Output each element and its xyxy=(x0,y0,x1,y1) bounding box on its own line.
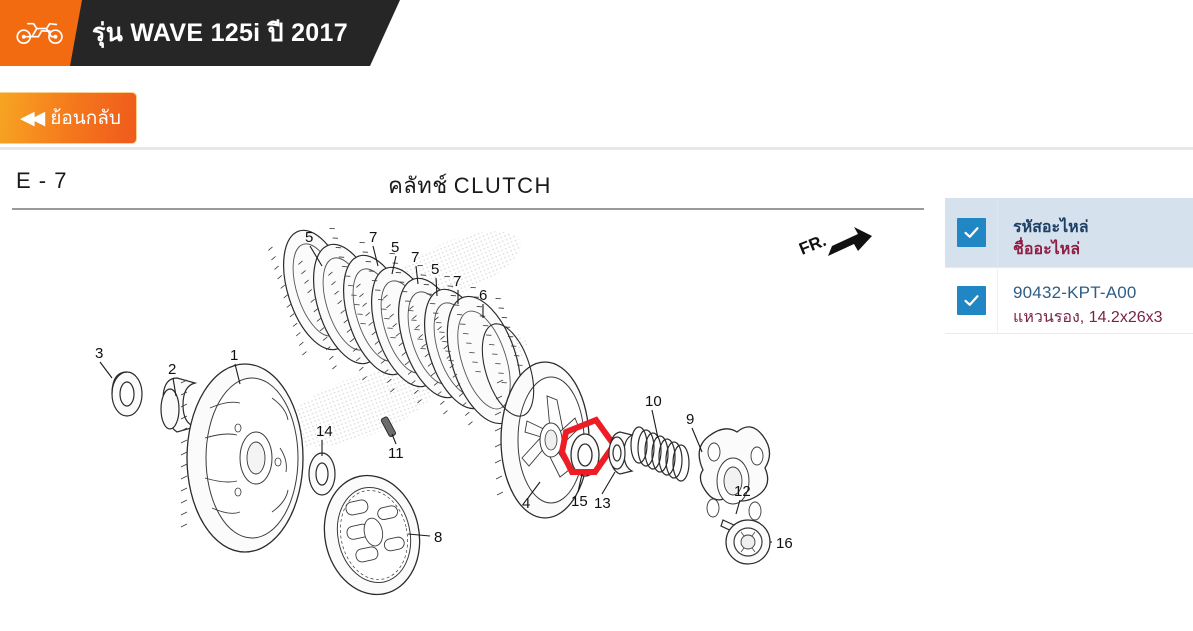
back-button[interactable]: ◀◀ ย้อนกลับ xyxy=(0,92,137,144)
part-3-bearing xyxy=(111,371,143,417)
part-8-driven-plate xyxy=(323,474,421,596)
svg-text:3: 3 xyxy=(95,345,103,362)
svg-text:14: 14 xyxy=(316,423,333,440)
highlight-marker xyxy=(558,416,618,475)
svg-text:4: 4 xyxy=(522,495,530,512)
page-title: รุ่น WAVE 125i ปี 2017 xyxy=(92,19,348,47)
svg-text:5: 5 xyxy=(431,261,439,278)
parts-list-header-row: รหัสอะไหล่ ชื่ออะไหล่ xyxy=(945,198,1193,268)
clutch-exploded-diagram: FR. xyxy=(0,212,940,631)
section-title: คลัทช์CLUTCH xyxy=(0,168,940,203)
callout-leaders xyxy=(99,245,772,543)
part-10-spring xyxy=(630,426,690,482)
part-code: 90432-KPT-A00 xyxy=(1013,283,1137,303)
svg-text:10: 10 xyxy=(645,393,662,410)
svg-text:2: 2 xyxy=(168,361,176,378)
column-header-part-name: ชื่ออะไหล่ xyxy=(1013,240,1081,258)
part-1-clutch-outer xyxy=(180,363,304,553)
plate-serrations xyxy=(268,228,536,426)
back-button-label: ย้อนกลับ xyxy=(50,108,121,129)
motorcycle-icon xyxy=(15,22,63,45)
part-16-bearing xyxy=(725,519,771,565)
diagram-canvas: FR. xyxy=(95,227,872,596)
select-all-checkbox[interactable] xyxy=(956,218,986,247)
orientation-arrow: FR. xyxy=(796,227,872,259)
part-4-pressure-plate xyxy=(494,361,590,519)
part-9-clutch-center xyxy=(698,426,771,521)
parts-list-row[interactable]: 90432-KPT-A00 แหวนรอง, 14.2x26x3 xyxy=(945,268,1193,334)
svg-text:6: 6 xyxy=(479,287,487,304)
column-header-part-code: รหัสอะไหล่ xyxy=(1013,218,1089,236)
section-title-thai: คลัทช์ xyxy=(388,173,448,198)
callout-numbers: 5 7 5 7 5 7 6 3 2 1 11 14 4 15 13 10 9 1… xyxy=(95,229,793,552)
section-title-row: E - 7 คลัทช์CLUTCH xyxy=(0,158,940,206)
parts-list-panel: รหัสอะไหล่ ชื่ออะไหล่ 90432-KPT-A00 แหวน… xyxy=(945,198,1193,334)
svg-text:7: 7 xyxy=(369,229,377,246)
section-title-english: CLUTCH xyxy=(453,173,552,198)
header-text-cell: รหัสอะไหล่ ชื่ออะไหล่ xyxy=(998,198,1193,267)
svg-text:7: 7 xyxy=(453,273,461,290)
svg-text:7: 7 xyxy=(411,249,419,266)
svg-text:8: 8 xyxy=(434,529,442,546)
back-arrow-icon: ◀◀ xyxy=(20,107,45,129)
svg-text:1: 1 xyxy=(230,347,238,364)
part-14-washer xyxy=(308,452,336,496)
row-checkbox[interactable] xyxy=(956,286,986,315)
motorcycle-icon-tab xyxy=(0,0,82,66)
part-13-lifter xyxy=(608,431,634,475)
header-divider xyxy=(0,147,1193,150)
svg-text:5: 5 xyxy=(391,239,399,256)
svg-text:12: 12 xyxy=(734,483,751,500)
header-checkbox-cell[interactable] xyxy=(945,198,998,267)
svg-text:9: 9 xyxy=(686,411,694,428)
svg-text:16: 16 xyxy=(776,535,793,552)
row-text-cell: 90432-KPT-A00 แหวนรอง, 14.2x26x3 xyxy=(998,268,1193,333)
part-2-collar xyxy=(160,377,198,433)
part-name: แหวนรอง, 14.2x26x3 xyxy=(1013,308,1163,326)
svg-text:11: 11 xyxy=(388,445,404,462)
check-icon xyxy=(963,227,979,238)
part-6-plate xyxy=(481,323,535,417)
svg-text:15: 15 xyxy=(571,493,588,510)
row-checkbox-cell[interactable] xyxy=(945,268,998,333)
check-icon xyxy=(963,295,979,306)
section-underline xyxy=(12,208,924,210)
svg-text:13: 13 xyxy=(594,495,611,512)
part-15-washer-highlighted xyxy=(570,433,600,477)
svg-text:5: 5 xyxy=(305,229,313,246)
orientation-label: FR. xyxy=(796,231,829,259)
section-code: E - 7 xyxy=(16,168,68,193)
